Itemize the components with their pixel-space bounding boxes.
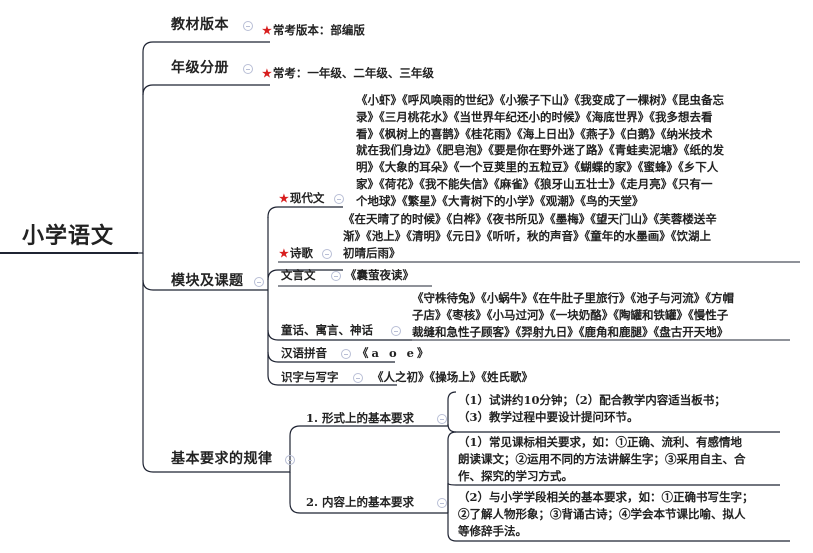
star-icon: ★ <box>262 67 272 80</box>
content-requirements-part2: （2）与小学学段相关的基本要求，如：①正确书写生字； ②了解人物形象；③背诵古诗… <box>458 489 754 539</box>
pinyin-content: 《a o e》 <box>357 345 431 362</box>
content-line: （1）常见课标相关要求，如：①正确、流利、有感情地 <box>458 435 742 449</box>
star-icon: ★ <box>279 192 289 205</box>
collapse-toggle-icon[interactable] <box>254 277 264 287</box>
branch-textbook-version[interactable]: 教材版本 <box>171 14 229 34</box>
grade-note-text: 常考：一年级、二年级、三年级 <box>272 66 434 80</box>
module-fairytale-fable-myth[interactable]: 童话、寓言、神话 <box>281 322 373 339</box>
collapse-toggle-icon[interactable] <box>391 326 401 336</box>
rule-formal-requirements[interactable]: 1. 形式上的基本要求 <box>306 410 414 427</box>
module-modern-prose[interactable]: ★现代文 <box>279 190 324 207</box>
fairytale-content: 《守株待兔》《小蜗牛》《在牛肚子里旅行》《池子与河流》《方帽 子店》《枣核》《小… <box>412 290 734 340</box>
classical-chinese-label: 文言文 <box>281 268 316 282</box>
branch-grade-volume[interactable]: 年级分册 <box>171 57 229 77</box>
content-line: 《囊萤夜读》 <box>345 268 414 282</box>
collapse-toggle-icon[interactable] <box>341 349 351 359</box>
content-line: 作、探究的学习方式。 <box>458 468 573 483</box>
content-line: 《人之初》《操场上》《姓氏歌》 <box>372 370 533 384</box>
classical-chinese-content: 《囊萤夜读》 <box>345 267 414 284</box>
branch-modules-topics[interactable]: 模块及课题 <box>171 270 244 290</box>
modules-label: 模块及课题 <box>171 273 244 289</box>
module-literacy-writing[interactable]: 识字与写字 <box>281 369 339 386</box>
formal-requirements-content: （1）试讲约10分钟；（2）配合教学内容适当板书； （3）教学过程中要设计提问环… <box>458 392 726 426</box>
content-requirements-label: 2. 内容上的基本要求 <box>306 495 415 509</box>
textbook-label: 教材版本 <box>171 17 229 33</box>
star-icon: ★ <box>279 247 289 260</box>
content-line: （1）试讲约10分钟；（2）配合教学内容适当板书； <box>458 393 726 407</box>
content-line: （3）教学过程中要设计提问环节。 <box>458 409 639 424</box>
content-line: 明》《大象的耳朵》《一个豆荚里的五粒豆》《蝴蝶的家》《蜜蜂》《乡下人 <box>356 160 719 175</box>
content-line: 就在我们身边》《肥皂泡》《要是你在野外迷了路》《青蛙卖泥塘》《纸的发 <box>356 143 724 158</box>
content-line: 《在天晴了的时候》《白桦》《夜书所见》《墨梅》《望天门山》《芙蓉楼送辛 <box>343 212 717 226</box>
collapse-toggle-icon[interactable] <box>243 64 253 74</box>
module-classical-chinese[interactable]: 文言文 <box>281 267 316 284</box>
content-requirements-part1: （1）常见课标相关要求，如：①正确、流利、有感情地 朗读课文；②运用不同的方法讲… <box>458 434 746 484</box>
content-line: 裁缝和急性子顾客》《羿射九日》《鹿角和鹿腿》《盘古开天地》 <box>412 324 729 339</box>
content-line: 《小虾》《呼风唤雨的世纪》《小猴子下山》《我变成了一棵树》《昆虫备忘 <box>356 93 724 107</box>
literacy-content: 《人之初》《操场上》《姓氏歌》 <box>372 369 533 386</box>
collapse-toggle-icon[interactable] <box>334 194 344 204</box>
pinyin-label: 汉语拼音 <box>281 346 327 360</box>
content-line: 初晴后雨》 <box>343 245 401 260</box>
grade-note: ★常考：一年级、二年级、三年级 <box>262 65 434 82</box>
collapse-toggle-icon[interactable] <box>331 271 341 281</box>
collapse-toggle-icon[interactable] <box>353 373 363 383</box>
collapse-toggle-icon[interactable] <box>243 21 253 31</box>
module-poetry[interactable]: ★诗歌 <box>279 245 313 262</box>
content-line: ②了解人物形象；③背诵古诗；④学会本节课比喻、拟人 <box>458 506 746 521</box>
literacy-label: 识字与写字 <box>281 370 339 384</box>
root-label: 小学语文 <box>22 223 115 249</box>
branch-basic-requirements[interactable]: 基本要求的规律 <box>171 448 273 468</box>
module-pinyin[interactable]: 汉语拼音 <box>281 345 327 362</box>
content-line: （2）与小学学段相关的基本要求，如：①正确书写生字； <box>458 490 754 504</box>
content-line: 渐》《池上》《清明》《元日》《听听，秋的声音》《童年的水墨画》《饮湖上 <box>343 228 711 243</box>
content-line: 个地球》《繁星》《大青树下的小学》《观潮》《鸟的天堂》 <box>356 193 644 208</box>
modern-prose-label: 现代文 <box>289 191 325 205</box>
content-line: 《守株待兔》《小蜗牛》《在牛肚子里旅行》《池子与河流》《方帽 <box>412 291 734 305</box>
fairytale-label: 童话、寓言、神话 <box>281 323 373 337</box>
collapse-toggle-icon[interactable] <box>437 414 447 424</box>
star-icon: ★ <box>262 24 272 37</box>
content-line: 家》《荷花》《我不能失信》《麻雀》《狼牙山五壮士》《走月亮》《只有一 <box>356 176 713 191</box>
formal-requirements-label: 1. 形式上的基本要求 <box>306 411 415 425</box>
collapse-toggle-icon[interactable] <box>322 249 332 259</box>
grade-label: 年级分册 <box>171 60 229 76</box>
content-line: 《a o e》 <box>357 346 432 360</box>
rule-content-requirements[interactable]: 2. 内容上的基本要求 <box>306 494 414 511</box>
collapse-toggle-icon[interactable] <box>285 455 295 465</box>
poetry-content: 《在天晴了的时候》《白桦》《夜书所见》《墨梅》《望天门山》《芙蓉楼送辛 渐》《池… <box>343 211 717 261</box>
modern-prose-content: 《小虾》《呼风唤雨的世纪》《小猴子下山》《我变成了一棵树》《昆虫备忘 录》《三月… <box>356 92 724 210</box>
content-line: 等修辞手法。 <box>458 523 527 538</box>
textbook-note: ★常考版本：部编版 <box>262 22 365 39</box>
content-line: 看》《枫树上的喜鹊》《桂花雨》《海上日出》《燕子》《白鹅》《纳米技术 <box>356 126 713 141</box>
content-line: 朗读课文；②运用不同的方法讲解生字；③采用自主、合 <box>458 451 746 466</box>
collapse-toggle-icon[interactable] <box>437 498 447 508</box>
root-topic[interactable]: 小学语文 <box>22 218 114 250</box>
textbook-note-text: 常考版本：部编版 <box>272 23 365 37</box>
poetry-label: 诗歌 <box>289 246 313 260</box>
content-line: 子店》《枣核》《小马过河》《一块奶酪》《陶罐和铁罐》《慢性子 <box>412 307 729 322</box>
rules-label: 基本要求的规律 <box>171 451 273 467</box>
content-line: 录》《三月桃花水》《当世界年纪还小的时候》《海底世界》《我多想去看 <box>356 109 713 124</box>
